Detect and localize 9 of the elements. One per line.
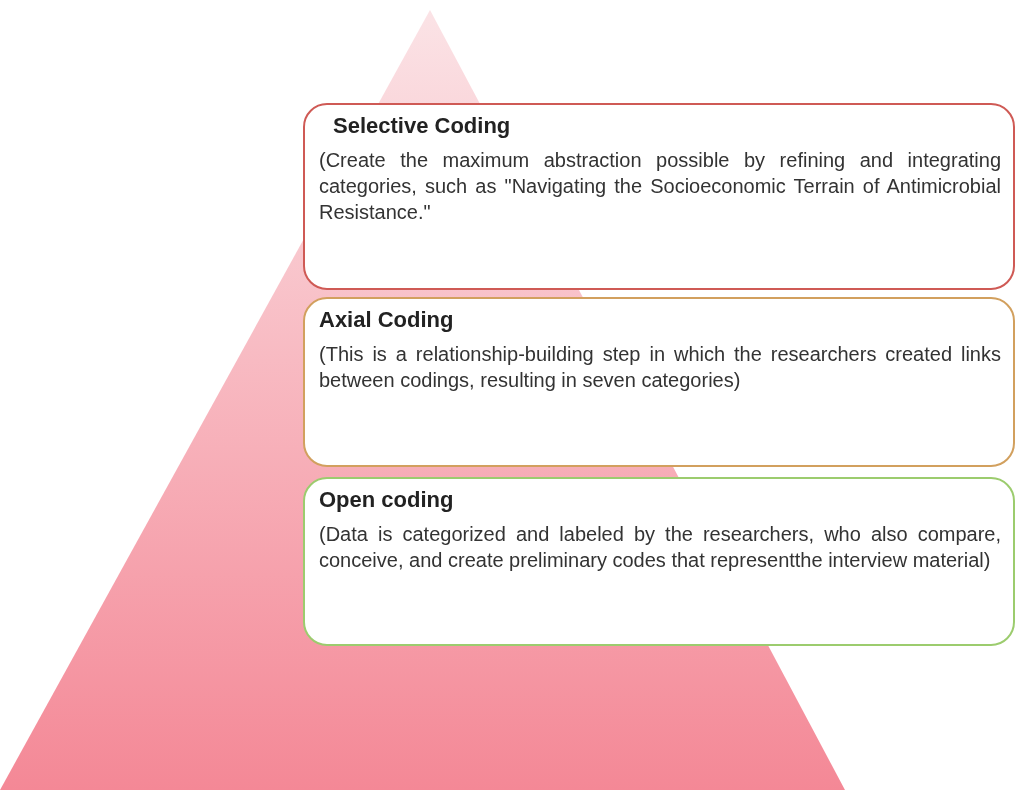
stage-box: [303, 477, 1015, 646]
stage-heading: Axial Coding: [319, 307, 455, 333]
stage-box: [303, 103, 1015, 290]
stage-box: [303, 297, 1015, 467]
stage-description: (Create the maximum abstraction possible by refining and integrating categories, such as "Navigating the Socioeconomic Terrain of Antimicrobial Resistance.": [319, 148, 1001, 225]
stage-description: (This is a relationship-building step in which the researchers created links between codings, resulting in seven categories): [319, 342, 1001, 393]
stage-heading: Selective Coding: [332, 113, 512, 139]
stage-description: (Data is categorized and labeled by the researchers, who also compare, conceive, and create preliminary codes that representthe interview material): [319, 522, 1001, 573]
stage-heading: Open coding: [319, 487, 455, 513]
